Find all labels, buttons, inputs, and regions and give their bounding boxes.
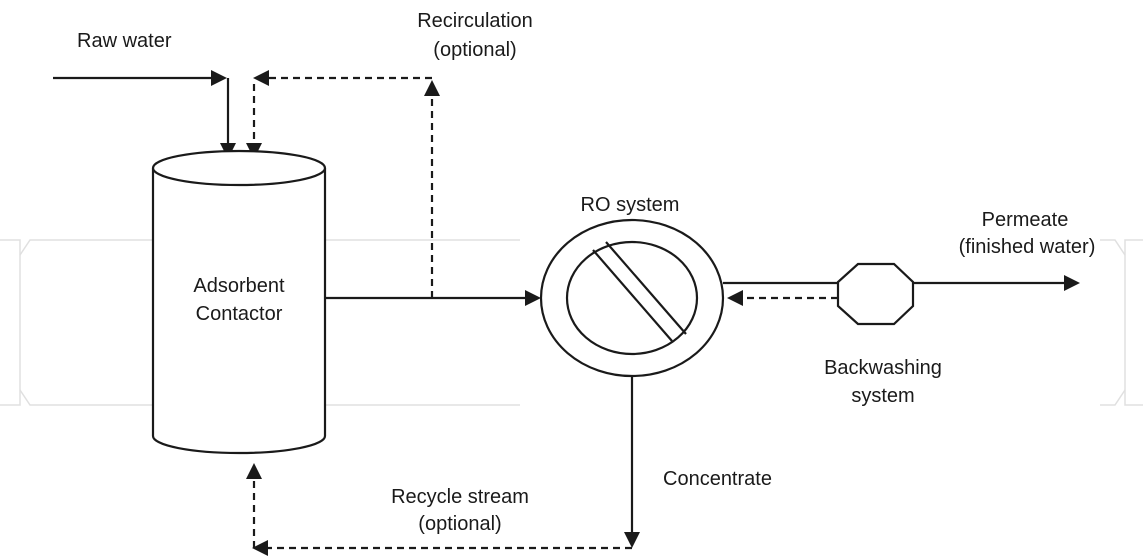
backwashing-label-line1: Backwashing xyxy=(824,357,942,379)
recycle-label-line2: (optional) xyxy=(418,513,501,535)
ro-system-label: RO system xyxy=(581,194,680,216)
concentrate-arrow-down xyxy=(624,532,640,548)
recycle-label-line1: Recycle stream xyxy=(391,486,529,508)
backwash-arrow-left xyxy=(727,290,743,306)
backwashing-system-symbol xyxy=(836,262,915,326)
contactor-label-line2: Contactor xyxy=(196,303,283,325)
adsorbent-contactor xyxy=(151,149,327,455)
raw-water-label: Raw water xyxy=(77,30,172,52)
recirculation-label-line1: Recirculation xyxy=(417,10,533,32)
contactor-top xyxy=(151,149,327,187)
recycle-arrow-left xyxy=(252,540,268,556)
ro-system-symbol xyxy=(539,218,725,378)
permeate-label-line1: Permeate xyxy=(982,209,1069,231)
recirculation-arrow-left xyxy=(253,70,269,86)
recycle-arrow-up xyxy=(246,463,262,479)
concentrate-label: Concentrate xyxy=(663,468,772,490)
permeate-arrow-right xyxy=(1064,275,1080,291)
ro-divider-right xyxy=(605,241,687,335)
contactor-label-line1: Adsorbent xyxy=(193,275,285,297)
raw-water-arrow-right xyxy=(211,70,227,86)
background-watermark xyxy=(0,239,1143,406)
feed-arrow-right xyxy=(525,290,541,306)
ro-divider-left xyxy=(592,249,673,342)
permeate-label-line2: (finished water) xyxy=(959,236,1096,258)
recirculation-arrow-up xyxy=(424,80,440,96)
recirculation-label-line2: (optional) xyxy=(433,39,516,61)
backwashing-label-line2: system xyxy=(851,385,914,407)
contactor-body xyxy=(151,168,327,455)
ro-inner-ellipse xyxy=(565,240,699,356)
